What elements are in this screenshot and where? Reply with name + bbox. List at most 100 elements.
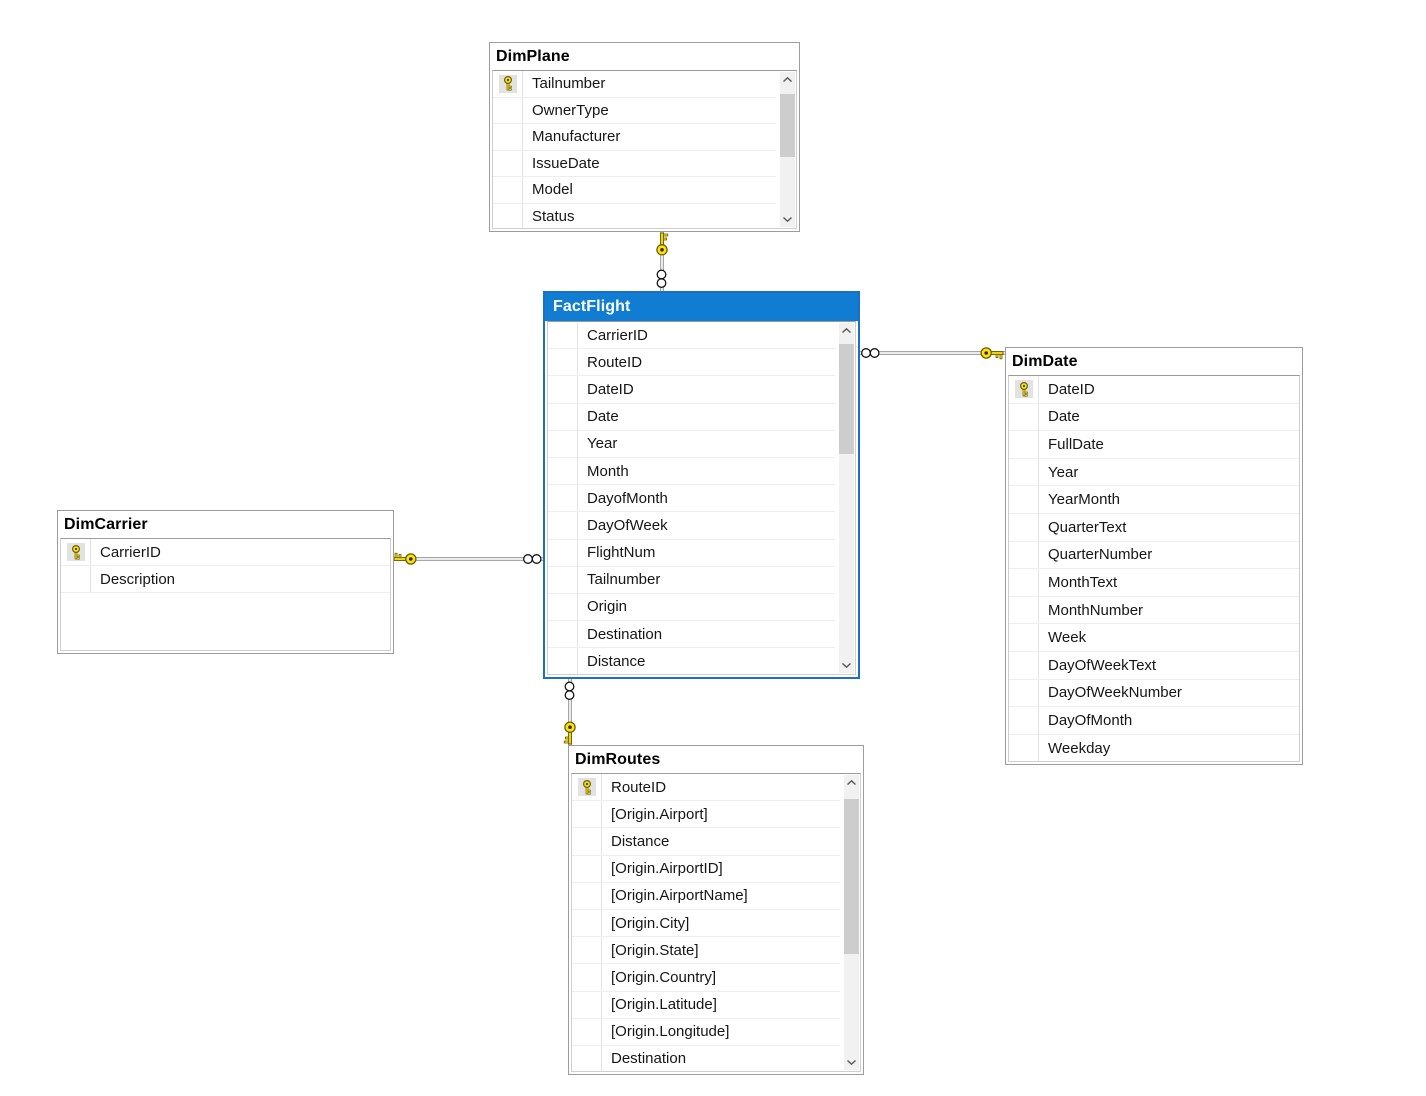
row-selector-gutter[interactable]: [572, 855, 602, 882]
column-row[interactable]: Destination: [572, 1045, 840, 1071]
row-selector-gutter[interactable]: [493, 71, 523, 97]
row-selector-gutter[interactable]: [493, 150, 523, 176]
relationship-line[interactable]: [568, 679, 572, 745]
column-row[interactable]: IssueDate: [493, 150, 776, 177]
relationship-line[interactable]: [860, 351, 1005, 355]
column-row[interactable]: DayOfWeekNumber: [1009, 679, 1299, 708]
column-row[interactable]: FullDate: [1009, 431, 1299, 459]
row-selector-gutter[interactable]: [548, 485, 578, 512]
column-row[interactable]: OwnerType: [493, 97, 776, 124]
column-row[interactable]: Month: [548, 457, 835, 486]
row-selector-gutter[interactable]: [572, 937, 602, 964]
column-row[interactable]: [Origin.Longitude]: [572, 1018, 840, 1046]
column-row[interactable]: Distance: [572, 828, 840, 856]
column-row[interactable]: Year: [1009, 458, 1299, 487]
column-row[interactable]: [Origin.State]: [572, 937, 840, 965]
row-selector-gutter[interactable]: [548, 621, 578, 648]
table-title-fact-flight[interactable]: FactFlight: [545, 293, 858, 321]
row-selector-gutter[interactable]: [1009, 458, 1039, 486]
scrollbar-thumb[interactable]: [844, 799, 859, 954]
row-selector-gutter[interactable]: [61, 566, 91, 592]
scroll-down-icon[interactable]: [839, 658, 854, 673]
row-selector-gutter[interactable]: [1009, 734, 1039, 761]
vertical-scrollbar[interactable]: [844, 775, 859, 1070]
column-row[interactable]: CarrierID: [548, 322, 835, 350]
row-selector-gutter[interactable]: [572, 1018, 602, 1045]
row-selector-gutter[interactable]: [1009, 431, 1039, 458]
row-selector-gutter[interactable]: [548, 376, 578, 403]
scrollbar-thumb[interactable]: [839, 344, 854, 454]
column-row[interactable]: [Origin.Country]: [572, 964, 840, 992]
column-row[interactable]: RouteID: [572, 774, 840, 802]
relationship-line[interactable]: [660, 232, 664, 291]
column-row[interactable]: Status: [493, 203, 776, 228]
row-selector-gutter[interactable]: [1009, 486, 1039, 513]
relationship-line[interactable]: [394, 557, 543, 561]
column-row[interactable]: [Origin.Latitude]: [572, 991, 840, 1019]
column-row[interactable]: MonthText: [1009, 569, 1299, 597]
column-row[interactable]: Origin: [548, 593, 835, 622]
row-selector-gutter[interactable]: [1009, 513, 1039, 541]
column-row[interactable]: [Origin.AirportName]: [572, 882, 840, 910]
row-selector-gutter[interactable]: [1009, 376, 1039, 403]
column-row[interactable]: YearMonth: [1009, 486, 1299, 514]
column-row[interactable]: Date: [548, 403, 835, 431]
column-row[interactable]: Date: [1009, 403, 1299, 432]
column-row[interactable]: Year: [548, 430, 835, 458]
row-selector-gutter[interactable]: [548, 512, 578, 539]
row-selector-gutter[interactable]: [1009, 596, 1039, 624]
column-row[interactable]: DateID: [548, 376, 835, 404]
row-selector-gutter[interactable]: [548, 430, 578, 457]
row-selector-gutter[interactable]: [493, 124, 523, 150]
scroll-up-icon[interactable]: [839, 323, 854, 338]
column-row[interactable]: Distance: [548, 648, 835, 674]
row-selector-gutter[interactable]: [1009, 541, 1039, 569]
column-row[interactable]: DayofMonth: [548, 485, 835, 513]
column-row[interactable]: Manufacturer: [493, 124, 776, 151]
row-selector-gutter[interactable]: [572, 828, 602, 855]
row-selector-gutter[interactable]: [493, 97, 523, 123]
row-selector-gutter[interactable]: [572, 964, 602, 991]
column-row[interactable]: DayOfWeekText: [1009, 651, 1299, 680]
scroll-up-icon[interactable]: [844, 775, 859, 790]
row-selector-gutter[interactable]: [548, 539, 578, 566]
vertical-scrollbar[interactable]: [839, 323, 854, 673]
column-row[interactable]: [Origin.City]: [572, 909, 840, 938]
row-selector-gutter[interactable]: [548, 566, 578, 593]
row-selector-gutter[interactable]: [572, 882, 602, 909]
scroll-up-icon[interactable]: [780, 72, 795, 87]
row-selector-gutter[interactable]: [548, 593, 578, 621]
column-row[interactable]: FlightNum: [548, 539, 835, 567]
row-selector-gutter[interactable]: [1009, 651, 1039, 679]
row-selector-gutter[interactable]: [1009, 679, 1039, 707]
row-selector-gutter[interactable]: [572, 1045, 602, 1071]
row-selector-gutter[interactable]: [572, 774, 602, 801]
column-row[interactable]: DateID: [1009, 376, 1299, 404]
column-row[interactable]: QuarterText: [1009, 513, 1299, 542]
column-row[interactable]: DayOfMonth: [1009, 707, 1299, 735]
column-row[interactable]: Destination: [548, 621, 835, 649]
column-row[interactable]: Week: [1009, 624, 1299, 652]
column-row[interactable]: DayOfWeek: [548, 512, 835, 540]
column-row[interactable]: Weekday: [1009, 734, 1299, 761]
row-selector-gutter[interactable]: [548, 403, 578, 430]
row-selector-gutter[interactable]: [572, 991, 602, 1018]
row-selector-gutter[interactable]: [1009, 569, 1039, 596]
scroll-down-icon[interactable]: [780, 212, 795, 227]
row-selector-gutter[interactable]: [1009, 403, 1039, 431]
column-row[interactable]: Tailnumber: [548, 566, 835, 594]
column-row[interactable]: QuarterNumber: [1009, 541, 1299, 570]
row-selector-gutter[interactable]: [572, 909, 602, 937]
row-selector-gutter[interactable]: [548, 457, 578, 485]
column-row[interactable]: CarrierID: [61, 539, 390, 566]
table-title-dim-plane[interactable]: DimPlane: [496, 47, 570, 65]
vertical-scrollbar[interactable]: [780, 72, 795, 227]
row-selector-gutter[interactable]: [1009, 624, 1039, 651]
row-selector-gutter[interactable]: [493, 177, 523, 203]
column-row[interactable]: RouteID: [548, 349, 835, 377]
table-title-dim-date[interactable]: DimDate: [1012, 352, 1078, 370]
row-selector-gutter[interactable]: [548, 322, 578, 349]
scrollbar-thumb[interactable]: [780, 94, 795, 157]
column-row[interactable]: MonthNumber: [1009, 596, 1299, 625]
